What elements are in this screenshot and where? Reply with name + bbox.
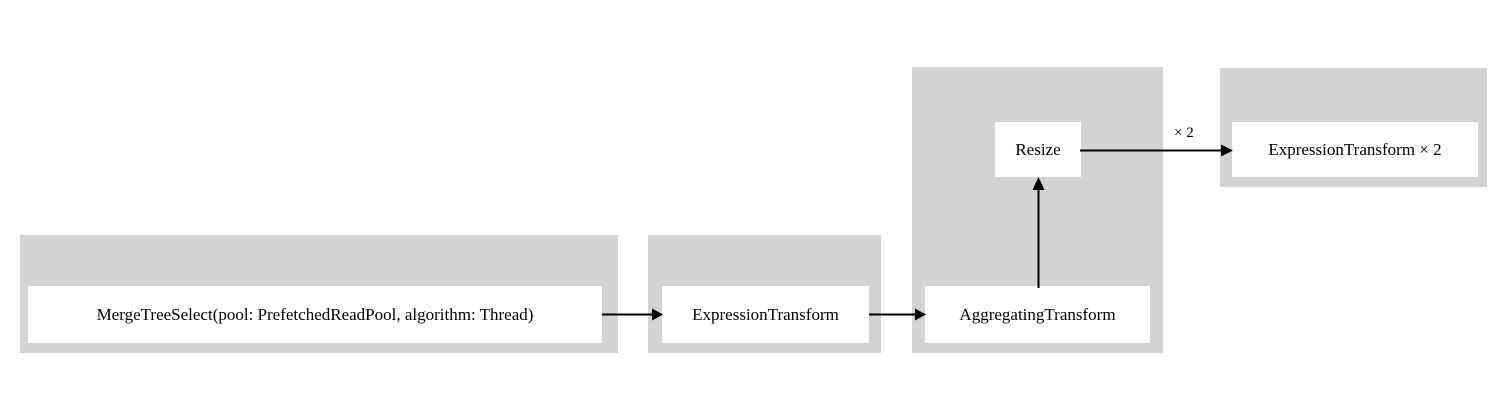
edge-aggregating-to-resize [1024,174,1054,290]
node-label-merge-tree-select: MergeTreeSelect(pool: PrefetchedReadPool… [96,305,534,324]
node-label-aggregating-transform: AggregatingTransform [959,305,1116,324]
edge-merge-to-expression [600,300,666,330]
node-merge-tree-select[interactable]: MergeTreeSelect(pool: PrefetchedReadPool… [28,286,602,343]
node-resize[interactable]: Resize [995,122,1081,177]
node-label-expression-transform-2: ExpressionTransform × 2 [1268,140,1442,159]
node-expression-transform-1[interactable]: ExpressionTransform [662,286,869,343]
edge-resize-to-expression2 [1079,136,1237,166]
node-aggregating-transform[interactable]: AggregatingTransform [925,286,1150,343]
node-expression-transform-2[interactable]: ExpressionTransform × 2 [1232,122,1478,177]
node-label-expression-transform-1: ExpressionTransform [692,305,839,324]
node-label-resize: Resize [1015,140,1061,159]
edge-expression-to-aggregating [867,300,929,330]
edge-label-resize-to-expression2: × 2 [1174,125,1194,141]
